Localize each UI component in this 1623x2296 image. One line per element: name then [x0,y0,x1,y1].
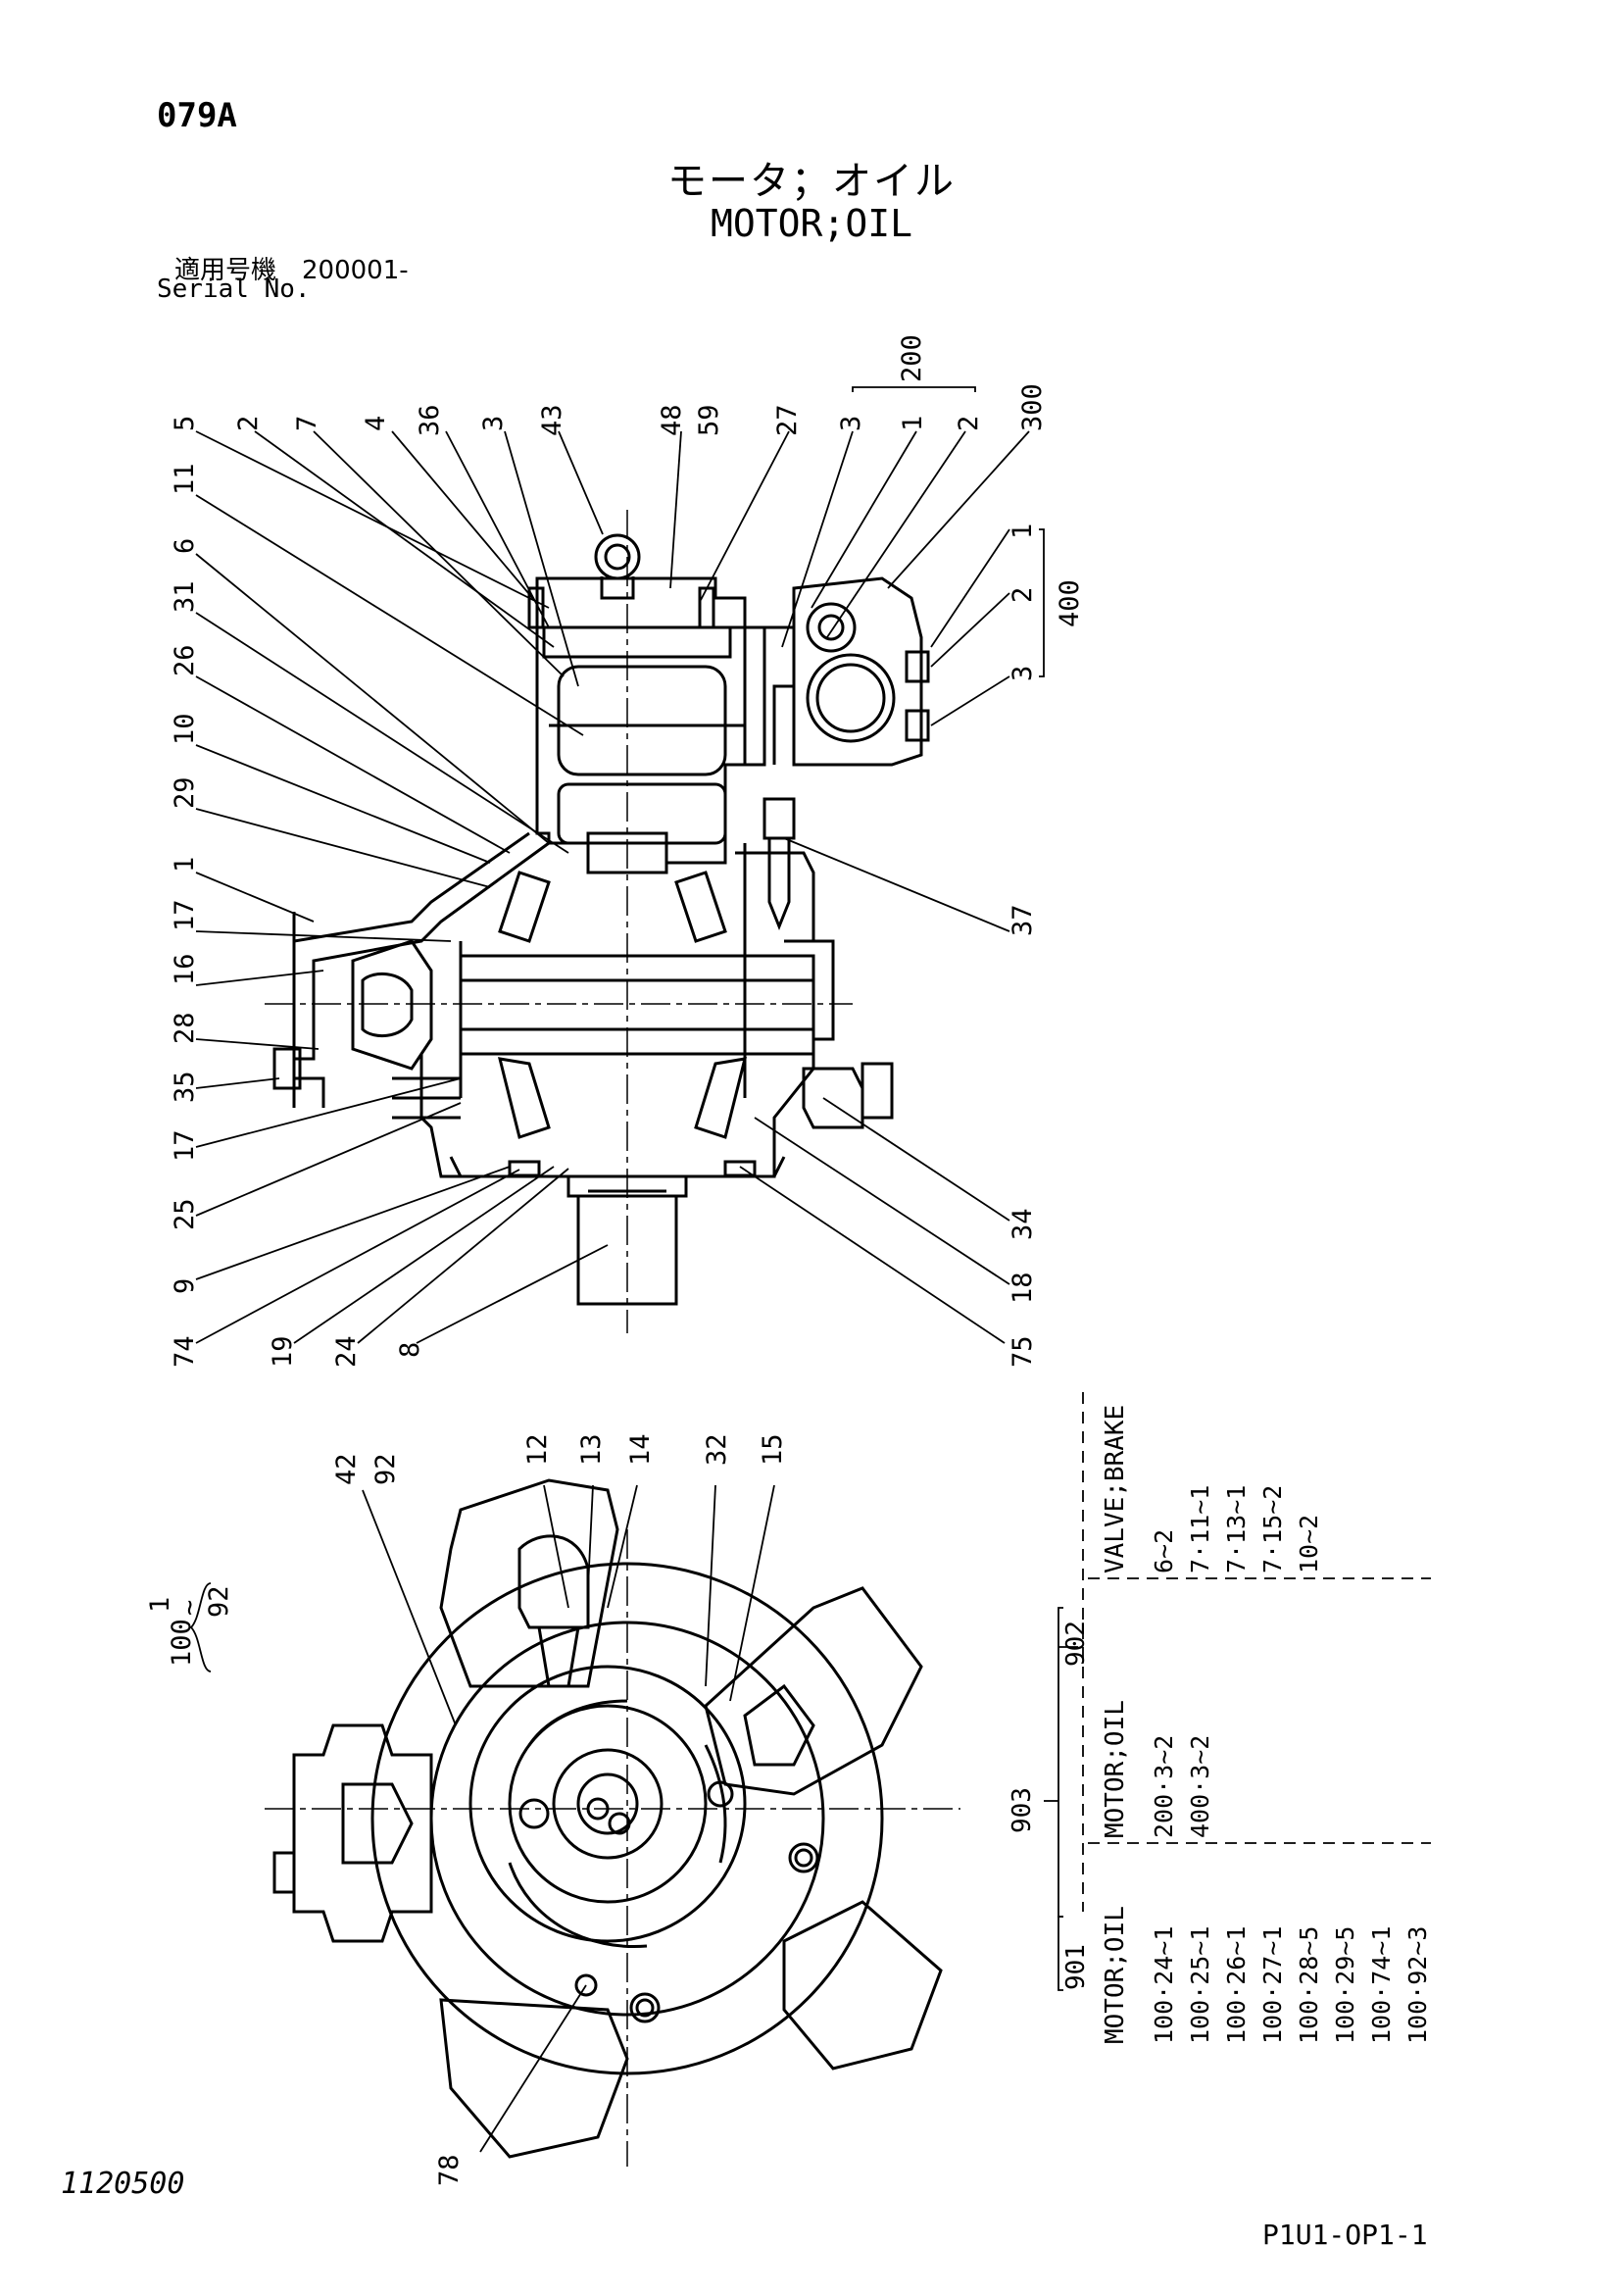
callout-13: 13 [576,1433,607,1466]
motor-oil-902-heading: MOTOR;OIL [1101,1700,1130,1838]
callout-42: 42 [331,1453,362,1485]
callout-34: 34 [1008,1208,1038,1240]
callout-4: 4 [361,415,391,431]
page-title-japanese: モータ；オイル [667,159,956,204]
serial-label-english: Serial No. [157,275,311,304]
callout-1: 1 [898,415,928,431]
valve-brake-item: 6~2 [1150,1528,1178,1573]
motor-oil-901-item: 100·25~1 [1186,1925,1214,2044]
callout-29: 29 [170,776,200,809]
motor-oil-902-item: 200·3~2 [1150,1734,1178,1838]
group-100-tilde: ~ [174,1599,205,1616]
document-number: 1120500 [61,2167,185,2201]
valve-brake-item: 10~2 [1295,1514,1323,1573]
serial-label-japanese: 適用号機 200001- [174,256,409,285]
callout-92: 92 [370,1453,401,1485]
callout-3c: 3 [1008,665,1038,681]
callout-1c: 1 [1008,523,1038,539]
callout-7: 7 [292,415,322,431]
callout-14: 14 [625,1433,656,1466]
callout-32: 32 [702,1433,732,1466]
motor-oil-901-item: 100·24~1 [1150,1925,1178,2044]
motor-oil-901-item: 100·74~1 [1367,1925,1396,2044]
callout-37: 37 [1008,904,1038,936]
motor-oil-901-item: 100·27~1 [1258,1925,1287,2044]
callout-11: 11 [170,463,200,495]
callout-59: 59 [694,404,724,436]
callout-400: 400 [1055,579,1085,627]
callout-300: 300 [1017,383,1048,431]
group-100-label: 100 [167,1619,197,1667]
callout-1b: 1 [170,856,200,873]
callout-19: 19 [268,1335,298,1368]
callout-3: 3 [478,415,509,431]
callout-16: 16 [170,953,200,985]
end-view [272,1478,943,2159]
callout-48: 48 [657,404,687,436]
callout-28: 28 [170,1012,200,1044]
callout-31: 31 [170,580,200,613]
page-title-english: MOTOR;OIL [711,202,912,245]
callout-8: 8 [395,1341,425,1358]
valve-brake-item: 7·13~1 [1222,1484,1251,1573]
section-view [272,533,930,1306]
callout-18: 18 [1008,1272,1038,1304]
table-group-901: 901 [1061,1944,1091,1990]
page-reference: P1U1-OP1-1 [1262,2219,1428,2251]
motor-oil-901-item: 100·26~1 [1222,1925,1251,2044]
group-100-to: 92 [204,1585,234,1618]
valve-brake-item: 7·15~2 [1258,1484,1287,1573]
motor-oil-902-item: 400·3~2 [1186,1734,1214,1838]
group-100-from: 1 [145,1596,175,1613]
callout-25: 25 [170,1198,200,1230]
table-group-903: 903 [1008,1787,1037,1833]
callout-43: 43 [537,404,567,436]
callout-3b: 3 [836,415,866,431]
page-code: 079A [157,96,237,135]
callout-17: 17 [170,899,200,931]
motor-oil-901-heading: MOTOR;OIL [1101,1906,1130,2044]
callout-12: 12 [522,1433,553,1466]
callout-2b: 2 [954,415,984,431]
callout-27: 27 [772,404,803,436]
table-group-902: 902 [1061,1621,1091,1667]
callout-74: 74 [170,1335,200,1368]
callout-24: 24 [331,1335,362,1368]
callout-2: 2 [233,415,264,431]
valve-brake-heading: VALVE;BRAKE [1101,1404,1130,1573]
callout-5: 5 [170,415,200,431]
callout-78: 78 [434,2154,465,2186]
callout-75: 75 [1008,1335,1038,1368]
callout-200: 200 [897,334,927,382]
callout-6: 6 [170,537,200,554]
callout-10: 10 [170,713,200,745]
motor-oil-901-item: 100·28~5 [1295,1925,1323,2044]
motor-oil-901-item: 100·92~3 [1403,1925,1432,2044]
callout-15: 15 [758,1433,788,1466]
callout-36: 36 [415,404,445,436]
callout-26: 26 [170,644,200,676]
callout-17b: 17 [170,1129,200,1162]
callout-9: 9 [170,1277,200,1294]
callout-35: 35 [170,1071,200,1103]
motor-oil-901-item: 100·29~5 [1331,1925,1359,2044]
valve-brake-item: 7·11~1 [1186,1484,1214,1573]
callout-2c: 2 [1008,586,1038,603]
